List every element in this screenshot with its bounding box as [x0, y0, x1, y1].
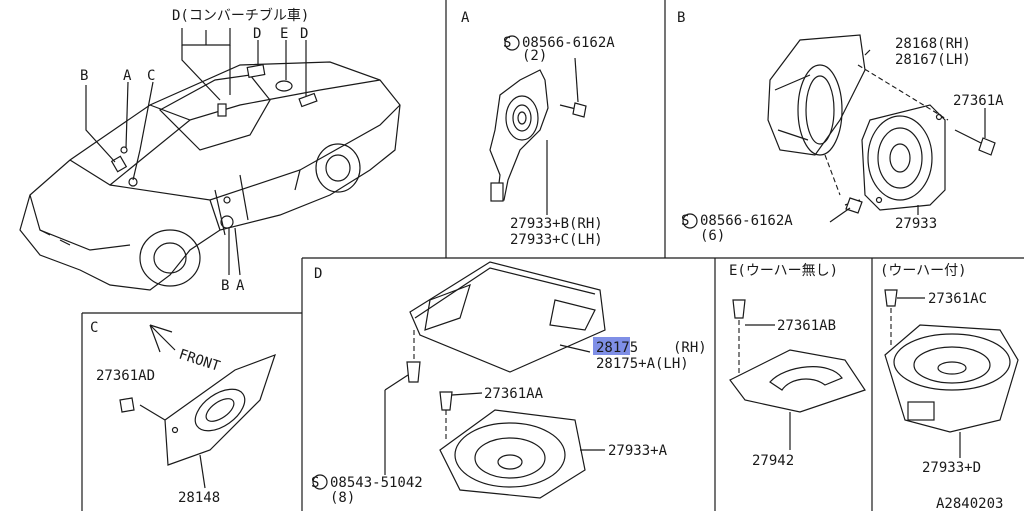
section-c-part: 28148	[178, 490, 220, 506]
section-b-screw: 27361A	[953, 93, 1004, 109]
section-b-bolt-qty: (6)	[700, 228, 725, 244]
section-c-drawing	[119, 324, 276, 489]
section-d-part-lh: 28175+A(LH)	[596, 356, 689, 372]
section-e2-label: (ウーハー付)	[880, 263, 967, 279]
section-e2-part: 27933+D	[922, 460, 981, 476]
section-d-bolt-qty: (8)	[330, 490, 355, 506]
section-a-label: A	[461, 10, 470, 26]
section-b-label: B	[677, 10, 685, 26]
section-e-label: E(ウーハー無し)	[729, 263, 838, 279]
car-label-c: C	[147, 68, 155, 84]
car-label-e: E	[280, 26, 288, 42]
car-label-b: B	[80, 68, 88, 84]
car-label-a2: A	[236, 278, 245, 294]
section-e2-screw: 27361AC	[928, 291, 987, 307]
car-label-b2: B	[221, 278, 229, 294]
section-b-part-lh: 28167(LH)	[895, 52, 971, 68]
section-c-label: C	[90, 320, 98, 336]
section-d-speaker: 27933+A	[608, 443, 668, 459]
section-d-part-highlight[interactable]: 28175	[596, 340, 638, 356]
section-b-drawing	[682, 34, 996, 229]
section-e-drawing	[729, 299, 866, 450]
panel-frames	[81, 0, 1024, 511]
s-mark-b: S	[681, 213, 689, 229]
section-b-speaker: 27933	[895, 216, 937, 232]
section-e2-drawing	[884, 289, 1019, 458]
front-label: FRONT	[177, 347, 223, 375]
section-b-part-rh: 28168(RH)	[895, 36, 971, 52]
car-label-d1: D	[253, 26, 261, 42]
section-e-part: 27942	[752, 453, 794, 469]
section-d-part-rh: (RH)	[673, 340, 707, 356]
section-d-bolt: 08543-51042	[330, 475, 423, 491]
section-e-screw: 27361AB	[777, 318, 836, 334]
car-label-d2: D	[300, 26, 308, 42]
section-d-label: D	[314, 266, 322, 282]
section-a-part-lh: 27933+C(LH)	[510, 232, 603, 248]
s-mark: S	[503, 35, 511, 51]
section-d-drawing	[312, 261, 606, 499]
highlighted-part-box[interactable]	[593, 337, 630, 355]
section-a-bolt: 08566-6162A	[522, 35, 615, 51]
convertible-label: D(コンバーチブル車)	[172, 7, 309, 24]
diagram-code: A2840203	[936, 496, 1003, 511]
section-b-bolt: 08566-6162A	[700, 213, 793, 229]
car-label-a: A	[123, 68, 132, 84]
section-c-screw: 27361AD	[96, 368, 155, 384]
section-a-part-rh: 27933+B(RH)	[510, 216, 603, 232]
car-illustration	[19, 28, 401, 291]
s-mark-d: S	[311, 475, 319, 491]
section-a-bolt-qty: (2)	[522, 48, 547, 64]
section-a-drawing	[489, 35, 587, 215]
section-d-screw: 27361AA	[484, 386, 544, 402]
